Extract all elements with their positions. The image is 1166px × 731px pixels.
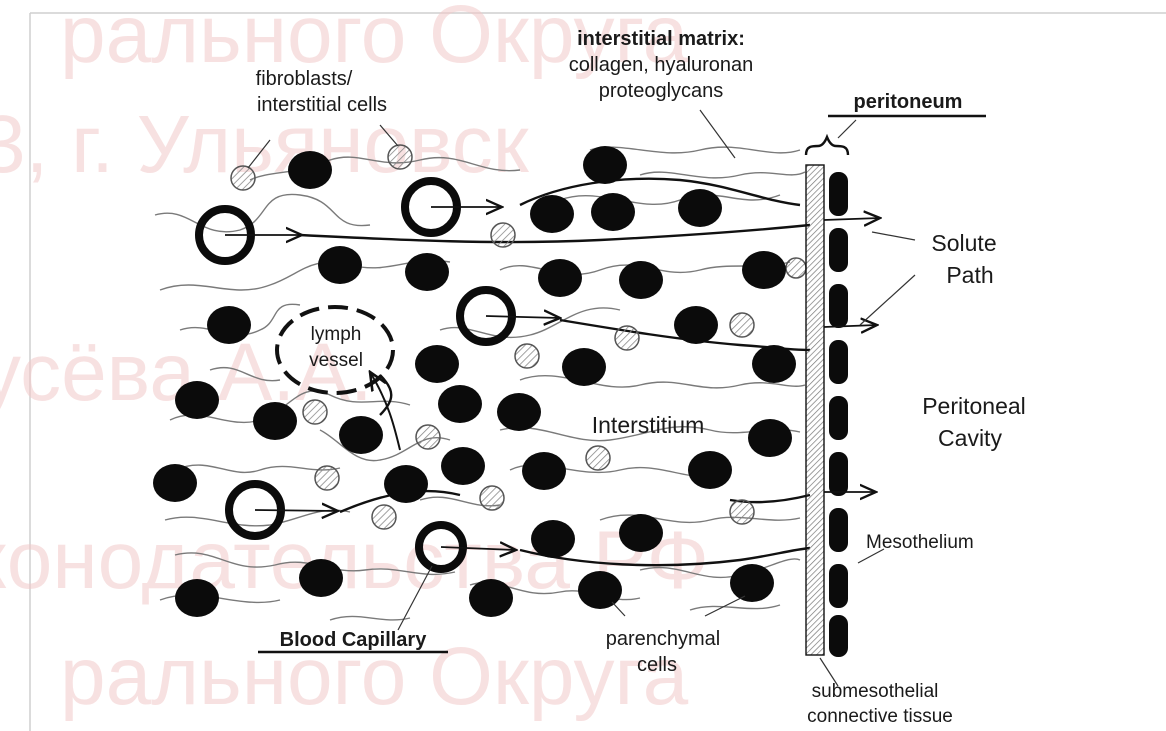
interstitial-matrix-title: interstitial matrix: bbox=[577, 28, 745, 50]
peritoneum-brace bbox=[806, 137, 848, 155]
peritoneum-label: peritoneum bbox=[854, 91, 963, 113]
submesothelial-label-line-2: connective tissue bbox=[807, 706, 953, 727]
interstitium-label: Interstitium bbox=[592, 412, 704, 438]
submesothelial-label-line-1: submesothelial bbox=[812, 681, 939, 702]
interstitial-matrix-line-2: proteoglycans bbox=[599, 80, 724, 102]
mesothelial-cells bbox=[829, 172, 848, 657]
fibroblasts-label-line-1: fibroblasts/ bbox=[256, 68, 353, 90]
fibroblasts-label-line-2: interstitial cells bbox=[257, 94, 387, 116]
parenchymal-cells-label-line-1: parenchymal bbox=[606, 628, 721, 650]
lymph-vessel-label-line-1: lymph bbox=[311, 324, 362, 345]
submesothelial-wall bbox=[806, 165, 824, 655]
peritoneal-cavity-label-line-2: Cavity bbox=[938, 425, 1002, 451]
parenchymal-cells-label-line-2: cells bbox=[637, 654, 677, 676]
peritoneal-cavity-label-line-1: Peritoneal bbox=[922, 393, 1026, 419]
mesothelium-label: Mesothelium bbox=[866, 532, 974, 553]
interstitial-matrix-line-1: collagen, hyaluronan bbox=[569, 54, 754, 76]
blood-capillary-label: Blood Capillary bbox=[280, 629, 428, 651]
solute-path-label-line-2: Path bbox=[946, 262, 993, 288]
lymph-vessel-label-line-2: vessel bbox=[309, 350, 363, 371]
solute-path-label-line-1: Solute bbox=[931, 230, 996, 256]
